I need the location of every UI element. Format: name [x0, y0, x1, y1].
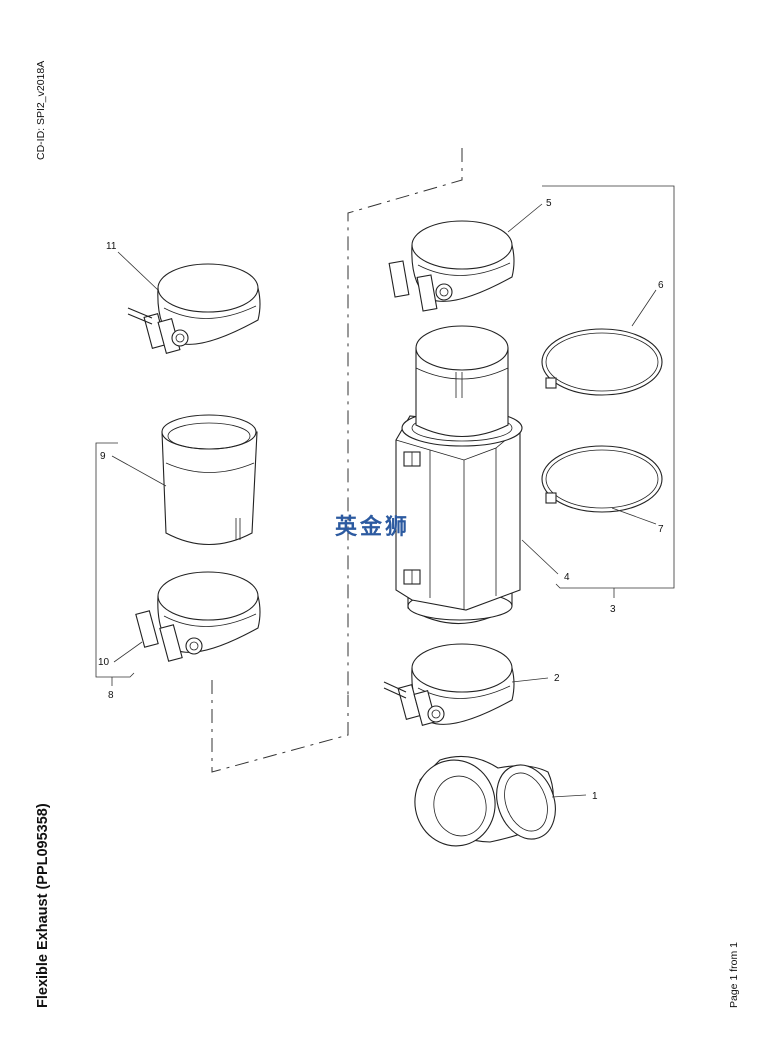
page-title: Flexible Exhaust (PPL095358): [35, 803, 51, 1008]
leader-2: [511, 677, 549, 683]
callout-2: 2: [554, 673, 560, 684]
part-2-clamp: [383, 643, 515, 726]
leader-6: [631, 289, 657, 327]
callout-9: 9: [100, 451, 106, 462]
cd-id-label: CD-ID: SPI2_v2018A: [35, 60, 47, 160]
page-number: Page 1 from 1: [728, 942, 740, 1008]
callout-10: 10: [98, 657, 110, 668]
part-7-strap: [541, 445, 663, 513]
callout-6: 6: [658, 280, 664, 291]
part-1-elbow: [414, 755, 556, 847]
part-4-flex-pipe: [395, 325, 523, 625]
part-6-strap: [541, 328, 663, 396]
callout-3: 3: [610, 604, 616, 615]
callout-7: 7: [658, 524, 664, 535]
part-11-clamp: [127, 263, 261, 354]
bracket-group-8: [95, 442, 135, 678]
leader-7: [611, 507, 657, 525]
assembly-centerline-lower: [211, 680, 349, 773]
leader-10: [113, 641, 143, 663]
leader-1: [551, 794, 587, 798]
assembly-centerline: [347, 148, 463, 695]
callout-5: 5: [546, 198, 552, 209]
callout-4: 4: [564, 572, 570, 583]
callout-1: 1: [592, 791, 598, 802]
leader-4: [521, 539, 559, 575]
callout-8: 8: [108, 690, 114, 701]
callout-11: 11: [106, 241, 117, 252]
leader-9: [111, 455, 167, 487]
part-10-clamp: [135, 571, 261, 662]
leader-11: [117, 251, 159, 291]
bracket-group-3: [542, 185, 675, 589]
part-5-clamp: [388, 220, 515, 312]
leader-5: [507, 203, 543, 233]
part-9-sleeve: [161, 414, 258, 546]
watermark-text: 英金狮: [335, 515, 411, 540]
